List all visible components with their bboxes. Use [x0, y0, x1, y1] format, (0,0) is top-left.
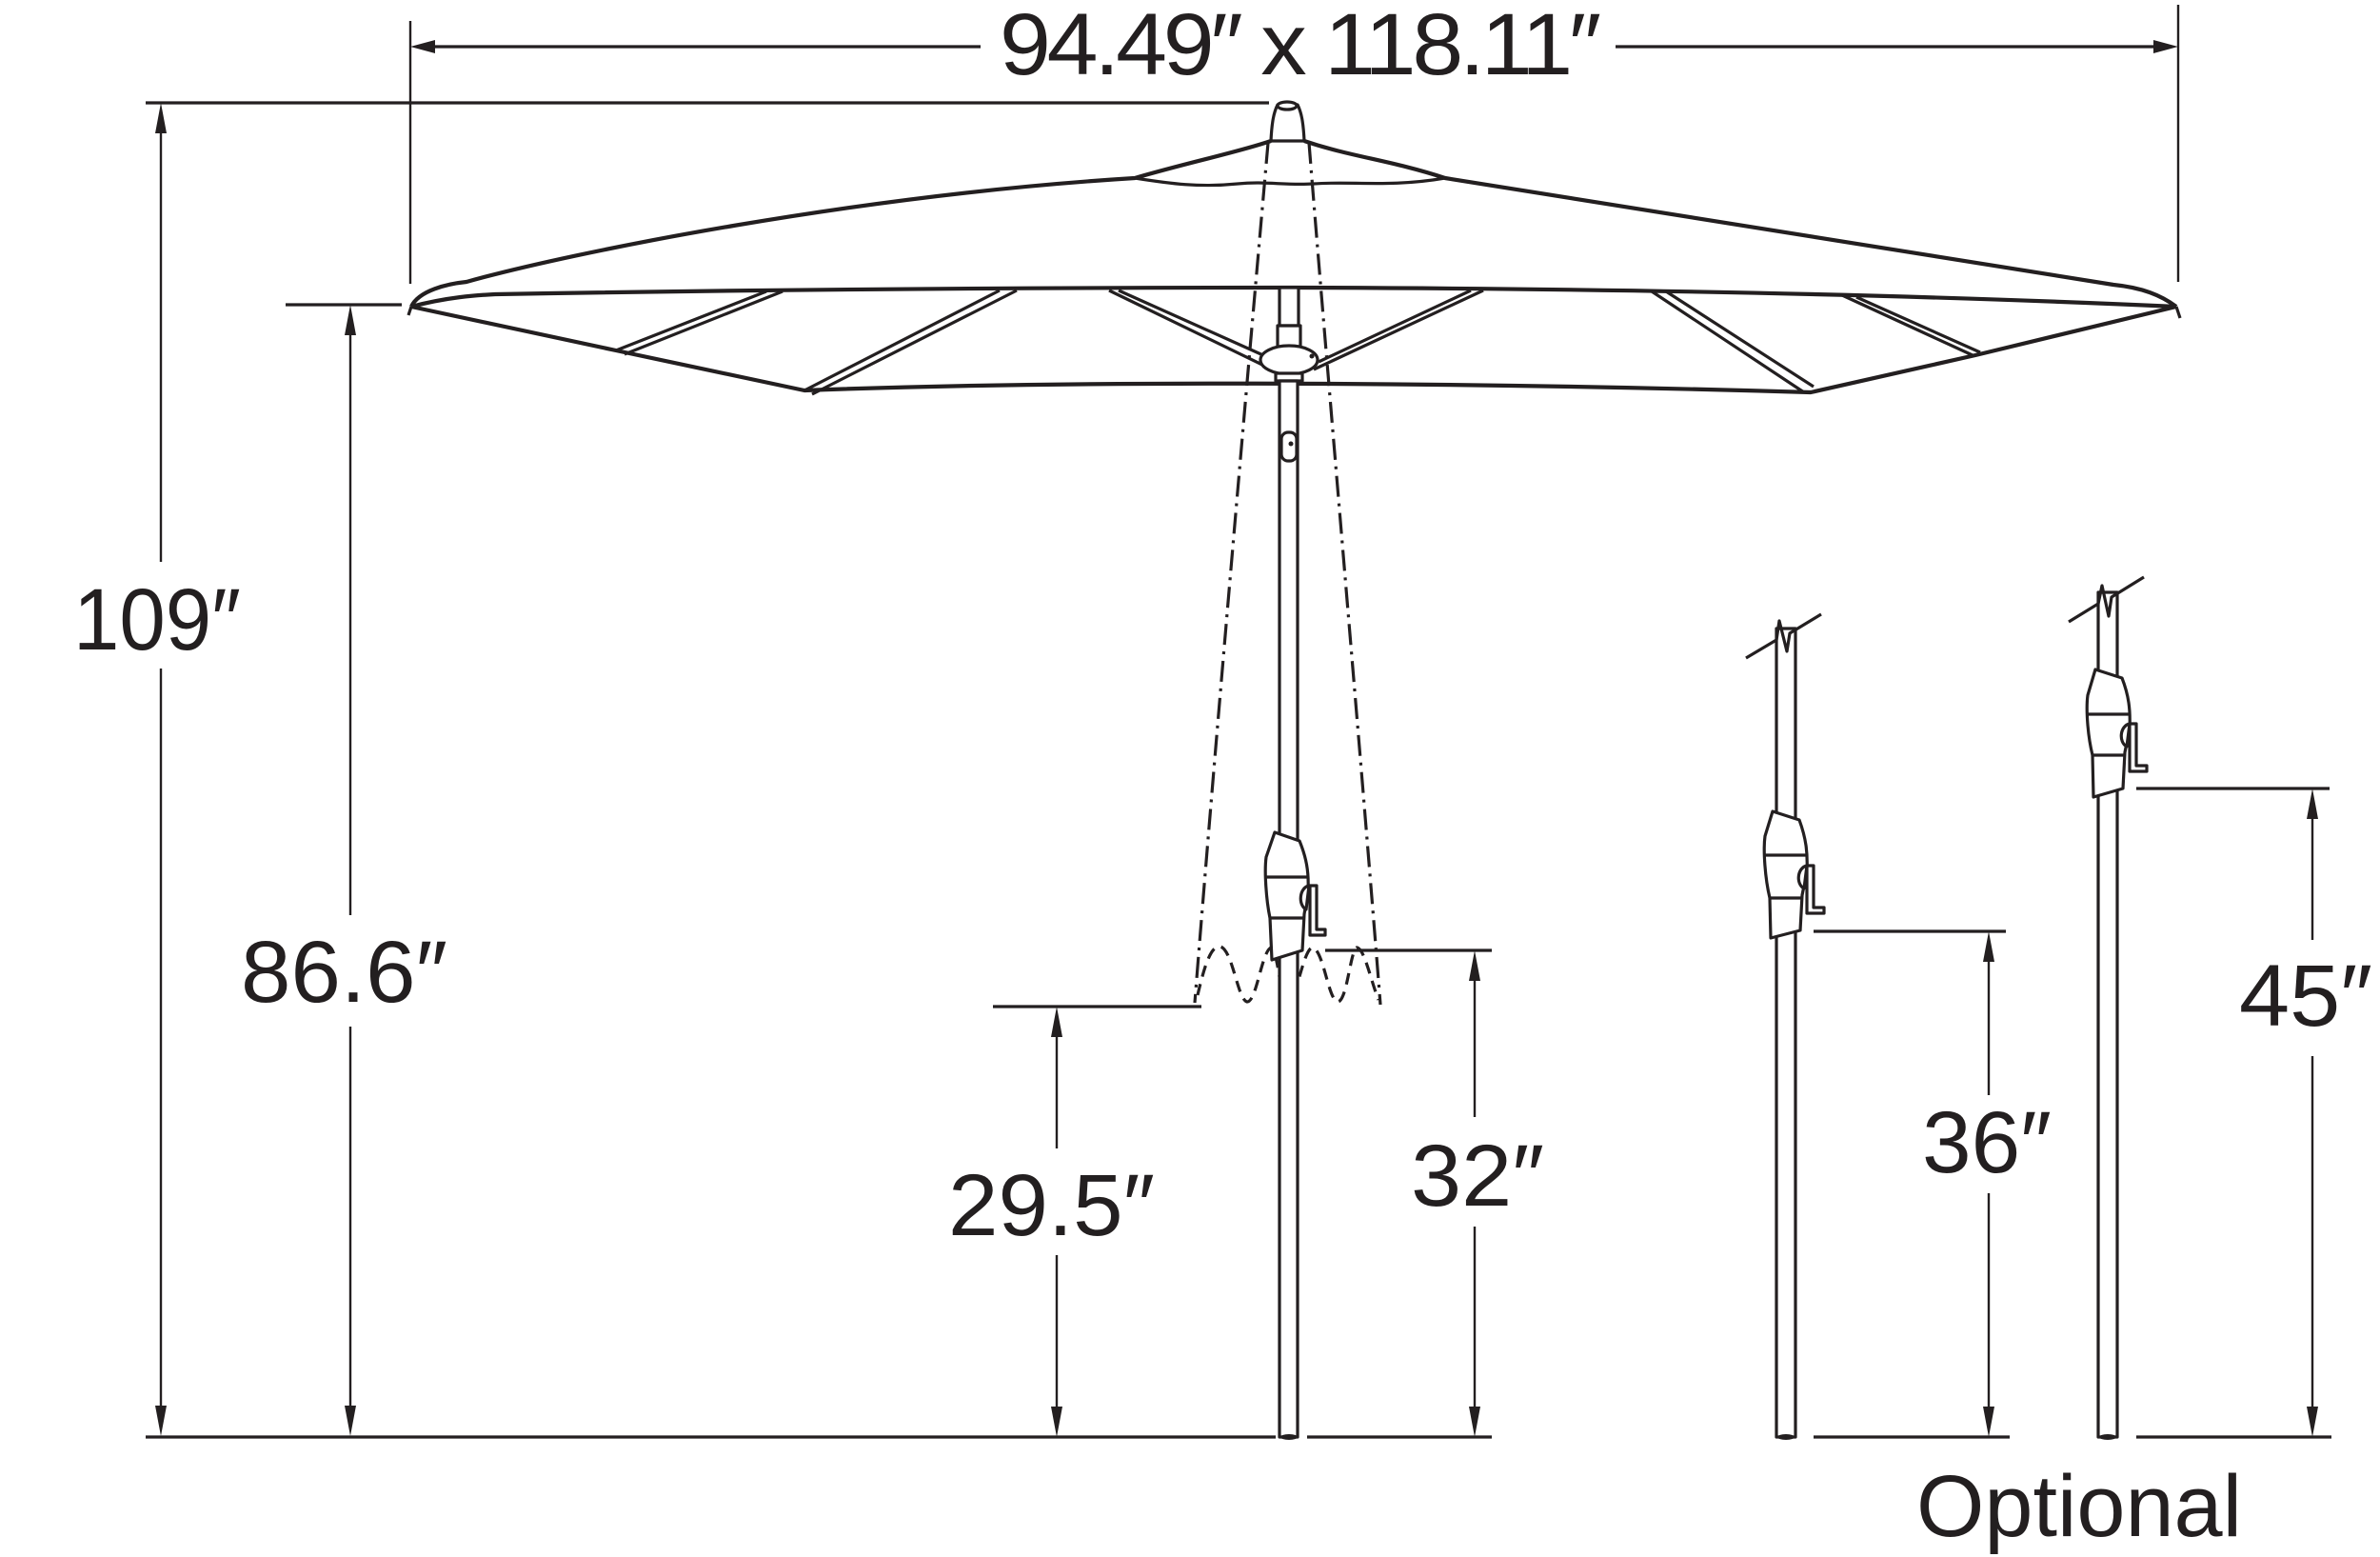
- rib: [615, 289, 783, 356]
- arrow-up-icon: [345, 305, 356, 335]
- canopy-tip-left: [407, 306, 413, 316]
- pole-foot: [1280, 1434, 1298, 1440]
- optional-crank-height-45-label: 45″: [2239, 948, 2372, 1045]
- tilt-button-icon: [1279, 430, 1299, 463]
- tilt-button-dot: [1288, 441, 1294, 447]
- arrow-down-icon: [345, 1406, 356, 1436]
- optional-crank-height-36-label: 36″: [1922, 1094, 2052, 1191]
- crank-housing-icon: [2085, 668, 2132, 799]
- arrow-left-icon: [410, 40, 435, 53]
- pole-foot: [2099, 1434, 2116, 1440]
- overall-height-label: 109″: [73, 571, 241, 669]
- crank-handle-icon: [2128, 722, 2149, 773]
- arrow-up-icon: [1051, 1007, 1062, 1037]
- canopy-hem: [410, 285, 2177, 309]
- canopy-top-outline: [409, 139, 2178, 309]
- hub-icon: [1259, 344, 1319, 376]
- arrow-up-icon: [1983, 931, 1994, 962]
- clearance-height-dimension: 86.6″: [241, 303, 447, 1436]
- hub-collar: [1276, 324, 1302, 349]
- crank-height-dimension: 32″: [1325, 948, 1544, 1437]
- hub-pin: [1309, 353, 1315, 359]
- finial-cap: [1276, 100, 1299, 111]
- arrow-down-icon: [155, 1406, 167, 1436]
- optional-pole-45: 45″: [2068, 575, 2372, 1440]
- crank-height-label: 32″: [1411, 1128, 1544, 1225]
- crank-knob: [2119, 722, 2132, 749]
- arrow-down-icon: [1051, 1407, 1062, 1437]
- rib: [1651, 289, 1815, 394]
- rib: [1313, 289, 1484, 371]
- canopy-vent-line: [1134, 176, 1446, 188]
- crank-housing-icon: [1263, 830, 1310, 962]
- arrow-right-icon: [2153, 40, 2178, 53]
- tilted-crank-height-dimension: 29.5″: [948, 1005, 1201, 1437]
- crank-knob: [1796, 864, 1809, 890]
- canopy-width-dimension: 94.49″ x 118.11″: [408, 0, 2180, 284]
- tilt-line-right: [1307, 142, 1382, 1006]
- arrow-up-icon: [2307, 788, 2318, 819]
- canopy-tip-right: [2174, 306, 2182, 319]
- overall-height-dimension: 109″: [73, 101, 1269, 1436]
- pole-foot: [1777, 1434, 1795, 1440]
- rib: [1108, 289, 1275, 369]
- optional-pole-36: 36″: [1745, 612, 2052, 1440]
- optional-caption: Optional: [1916, 1458, 2242, 1555]
- rib: [1841, 293, 1981, 357]
- arrow-up-icon: [1469, 950, 1480, 981]
- main-pole: [1263, 379, 1327, 1440]
- break-mark-icon: [2068, 575, 2145, 624]
- tilted-crank-height-label: 29.5″: [948, 1157, 1155, 1254]
- crank-housing-icon: [1762, 809, 1809, 940]
- clearance-height-label: 86.6″: [241, 924, 447, 1021]
- arrow-up-icon: [155, 103, 167, 133]
- canopy-lower-edge: [410, 304, 2177, 395]
- tilt-line-left: [1193, 142, 1270, 1004]
- arrow-down-icon: [2307, 1407, 2318, 1437]
- pole-shaft: [1775, 627, 1797, 1439]
- pole-upper: [1278, 286, 1300, 328]
- crank-knob: [1299, 884, 1311, 911]
- canopy-size-label: 94.49″ x 118.11″: [1000, 0, 1600, 93]
- canopy-ribs: [615, 289, 1981, 396]
- crank-handle-icon: [1805, 864, 1826, 915]
- arrow-down-icon: [1469, 1407, 1480, 1437]
- umbrella-canopy: [407, 100, 2182, 396]
- rib: [803, 289, 1018, 396]
- break-mark-icon: [1745, 612, 1822, 660]
- crank-handle-icon: [1308, 884, 1327, 937]
- arrow-down-icon: [1983, 1407, 1994, 1437]
